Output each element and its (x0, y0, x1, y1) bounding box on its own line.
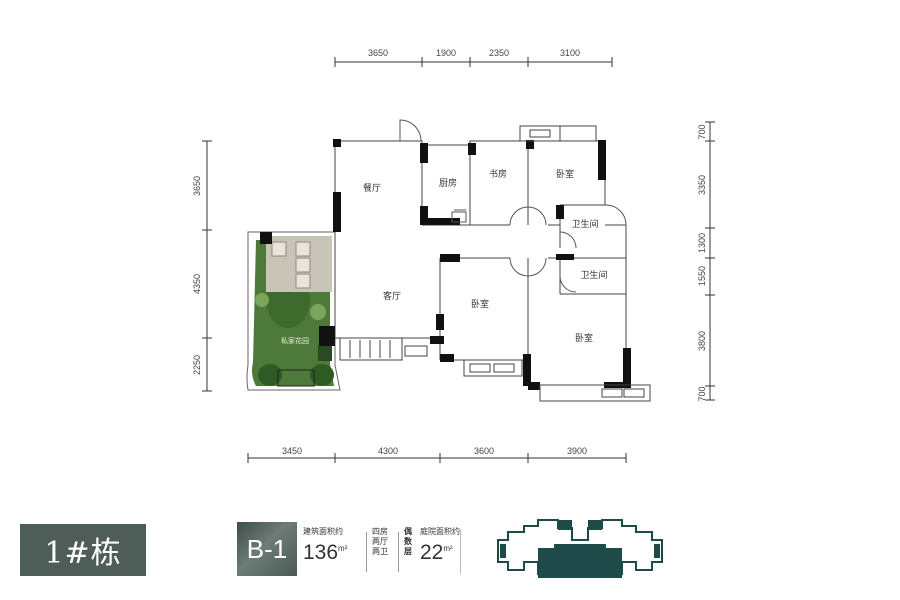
dim-top-3: 2350 (489, 48, 509, 58)
garden-area-number: 22 (420, 541, 444, 564)
floor-label-3: 层 (404, 547, 412, 556)
room-bedroom-mid: 卧室 (471, 298, 489, 310)
floor-label-1: 偶 (404, 527, 412, 536)
floor-label-block: 偶 数 层 (404, 527, 412, 557)
dim-right-6: 700 (697, 386, 707, 401)
wall-solid (260, 139, 631, 390)
building-number-tag: 1#栋 (20, 524, 146, 576)
area-value: 136m² (303, 537, 347, 565)
area-unit: m² (338, 544, 348, 553)
building-area-block: 建筑面积约 136m² (303, 527, 347, 565)
floor-label-2: 数 (404, 537, 412, 546)
room-study: 书房 (489, 168, 507, 180)
dim-left-3: 2250 (192, 355, 202, 375)
dim-bottom-3: 3600 (474, 446, 494, 456)
room-dining: 餐厅 (363, 182, 381, 194)
dim-right-1: 700 (697, 124, 707, 139)
floor-plan: 3650 1900 2350 3100 3450 4300 3600 3900 … (192, 48, 715, 463)
dim-right-5: 3800 (697, 331, 707, 351)
windows (339, 125, 651, 402)
garden-label: 私家花园 (281, 336, 309, 345)
dim-bottom-4: 3900 (567, 446, 587, 456)
room-living: 客厅 (383, 290, 401, 302)
room-kitchen: 厨房 (439, 177, 457, 189)
divider (398, 532, 399, 572)
divider (460, 530, 461, 574)
building-key-plan (497, 519, 663, 578)
dim-right-3: 1300 (697, 233, 707, 253)
layout-line-3: 两卫 (372, 547, 388, 556)
room-bath-2: 卫生间 (580, 269, 607, 281)
dim-top-4: 3100 (560, 48, 580, 58)
dim-left-1: 3650 (192, 176, 202, 196)
layout-line-2: 两厅 (372, 537, 388, 546)
room-bedroom-top: 卧室 (556, 168, 574, 180)
garden-area-block: 庭院面积约 22m² (420, 527, 460, 565)
garden-area-label: 庭院面积约 (420, 527, 460, 536)
dim-left-2: 4350 (192, 274, 202, 294)
unit-type-tag: B-1 (237, 522, 297, 576)
bottom-dimension-line (247, 453, 627, 463)
dim-bottom-1: 3450 (282, 446, 302, 456)
garden-area-value: 22m² (420, 537, 460, 565)
room-bath-1: 卫生间 (571, 218, 598, 230)
left-dimension-line (202, 140, 212, 392)
dim-right-2: 3350 (697, 175, 707, 195)
top-dimension-line (334, 57, 613, 67)
garden-area-unit: m² (443, 544, 453, 553)
room-layout-block: 四房 两厅 两卫 (372, 527, 388, 557)
area-label: 建筑面积约 (303, 527, 343, 536)
doors (399, 119, 627, 293)
room-bedroom-right: 卧室 (575, 332, 593, 344)
right-dimension-line (705, 121, 715, 401)
private-garden (246, 231, 341, 391)
dim-top-2: 1900 (436, 48, 456, 58)
dim-bottom-2: 4300 (378, 446, 398, 456)
layout-line-1: 四房 (372, 527, 388, 536)
area-number: 136 (303, 541, 339, 564)
divider (366, 532, 367, 572)
dim-top-1: 3650 (368, 48, 388, 58)
dim-right-4: 1550 (697, 266, 707, 286)
